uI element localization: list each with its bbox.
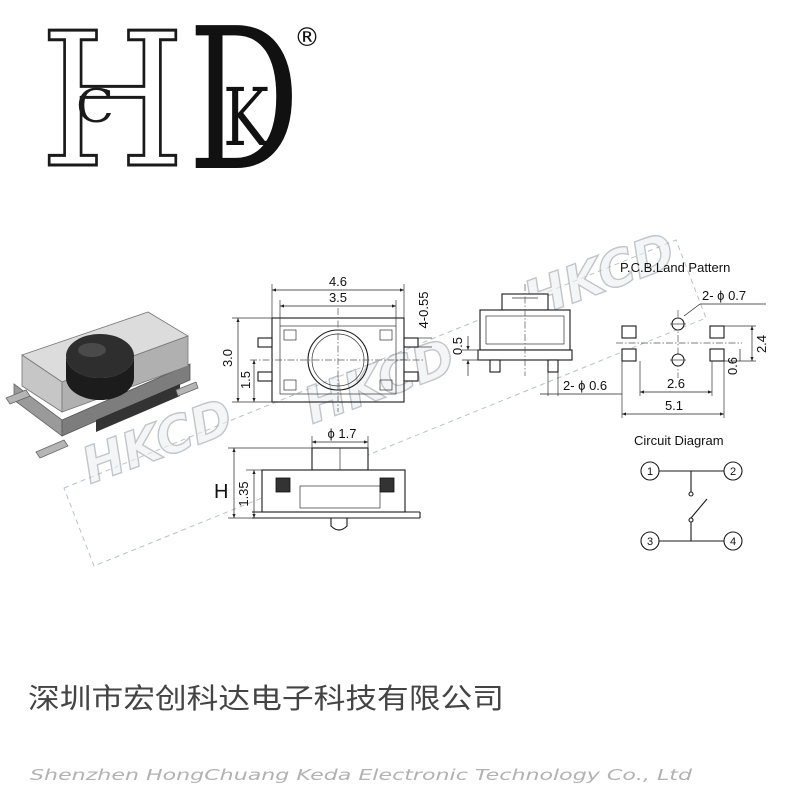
circuit-diagram: Circuit Diagram 1 2 3 4 <box>634 433 743 551</box>
pin-4-circle <box>723 531 743 551</box>
button-top <box>66 334 134 378</box>
corner-right-bottom <box>379 379 393 391</box>
circuit-title: Circuit Diagram <box>634 433 724 448</box>
dim-overall-width: 4.6 <box>329 274 347 289</box>
pcb-land-pattern: P.C.B.Land Pattern 2- ϕ 0.7 2.4 0.6 2.6 … <box>616 260 769 418</box>
pad-bottom-right <box>709 348 725 362</box>
registered-mark: ® <box>294 23 320 53</box>
contact-lower <box>688 517 694 523</box>
button-highlight <box>78 343 106 357</box>
side-view-peg-right <box>547 359 559 373</box>
terminal-leg-left <box>5 389 31 405</box>
terminal-left-bottom <box>257 371 273 382</box>
front-contact-left <box>275 477 291 493</box>
logo-letter-c: C <box>76 79 114 133</box>
terminal-leg-right <box>175 381 199 397</box>
pad-top-left <box>621 325 637 339</box>
dim-terminals: 4-0.55 <box>416 292 431 329</box>
front-view-drawing: ϕ 1.7 H 1.35 <box>214 426 421 531</box>
dim-pad: 0.6 <box>725 357 740 375</box>
dim-offset: 0.5 <box>450 337 465 355</box>
pin-4-label: 4 <box>730 536 736 548</box>
pin-3-label: 3 <box>647 536 653 548</box>
top-view-drawing: 4.6 3.5 4-0.55 3.0 1.5 <box>220 274 432 412</box>
watermark-border <box>63 239 707 567</box>
dim-pitch: 2.4 <box>754 335 769 353</box>
pin-2-circle <box>723 461 743 481</box>
corner-right-top <box>379 329 393 341</box>
corner-left-bottom <box>283 379 297 391</box>
switch-lever <box>690 498 708 519</box>
pcb-title: P.C.B.Land Pattern <box>620 260 730 275</box>
pad-bottom-left <box>621 348 637 362</box>
pin-1-label: 1 <box>647 466 653 478</box>
leader-line <box>683 303 701 317</box>
terminal-left-top <box>257 337 273 348</box>
side-view-peg-left <box>489 359 501 373</box>
dim-hole-spacing: 2.6 <box>667 376 685 391</box>
company-logo: H C D K ® <box>39 0 321 215</box>
terminal-right-top <box>403 337 419 348</box>
label-height: H <box>214 481 228 503</box>
front-dark-strip <box>96 384 180 432</box>
company-name-english: Shenzhen HongChuang Keda Electronic Tech… <box>30 766 693 784</box>
front-contact-right <box>379 477 395 493</box>
base-plate-right <box>61 363 191 437</box>
terminal-leg-bottom <box>35 439 69 459</box>
dim-height: 3.0 <box>220 349 235 367</box>
dim-body-width: 3.5 <box>329 290 347 305</box>
dim-pegs: 2- ϕ 0.6 <box>563 378 607 393</box>
dim-button: ϕ 1.7 <box>328 426 357 441</box>
watermark-center: HKCD <box>296 328 462 436</box>
side-view-drawing: 0.5 2- ϕ 0.6 <box>450 284 622 396</box>
dim-holes: 2- ϕ 0.7 <box>702 288 746 303</box>
terminal-right-bottom <box>403 371 419 382</box>
logo-letter-k: K <box>223 71 270 164</box>
pin-2-label: 2 <box>730 466 736 478</box>
front-view-peg <box>330 517 348 531</box>
front-view-housing <box>299 485 381 509</box>
company-name-chinese: 深圳市宏创科达电子科技有限公司 <box>28 682 504 715</box>
dim-half-height: 1.5 <box>238 371 253 389</box>
logo-letter-h: H <box>40 0 185 209</box>
logo-letter-d: D <box>188 0 300 215</box>
pad-top-right <box>709 325 725 339</box>
corner-left-top <box>283 329 297 341</box>
contact-upper <box>688 491 694 497</box>
pin-1-circle <box>640 461 660 481</box>
switch-photo <box>5 311 199 459</box>
dim-overall: 5.1 <box>665 398 683 413</box>
dim-body-height: 1.35 <box>236 481 251 506</box>
pin-3-circle <box>640 531 660 551</box>
